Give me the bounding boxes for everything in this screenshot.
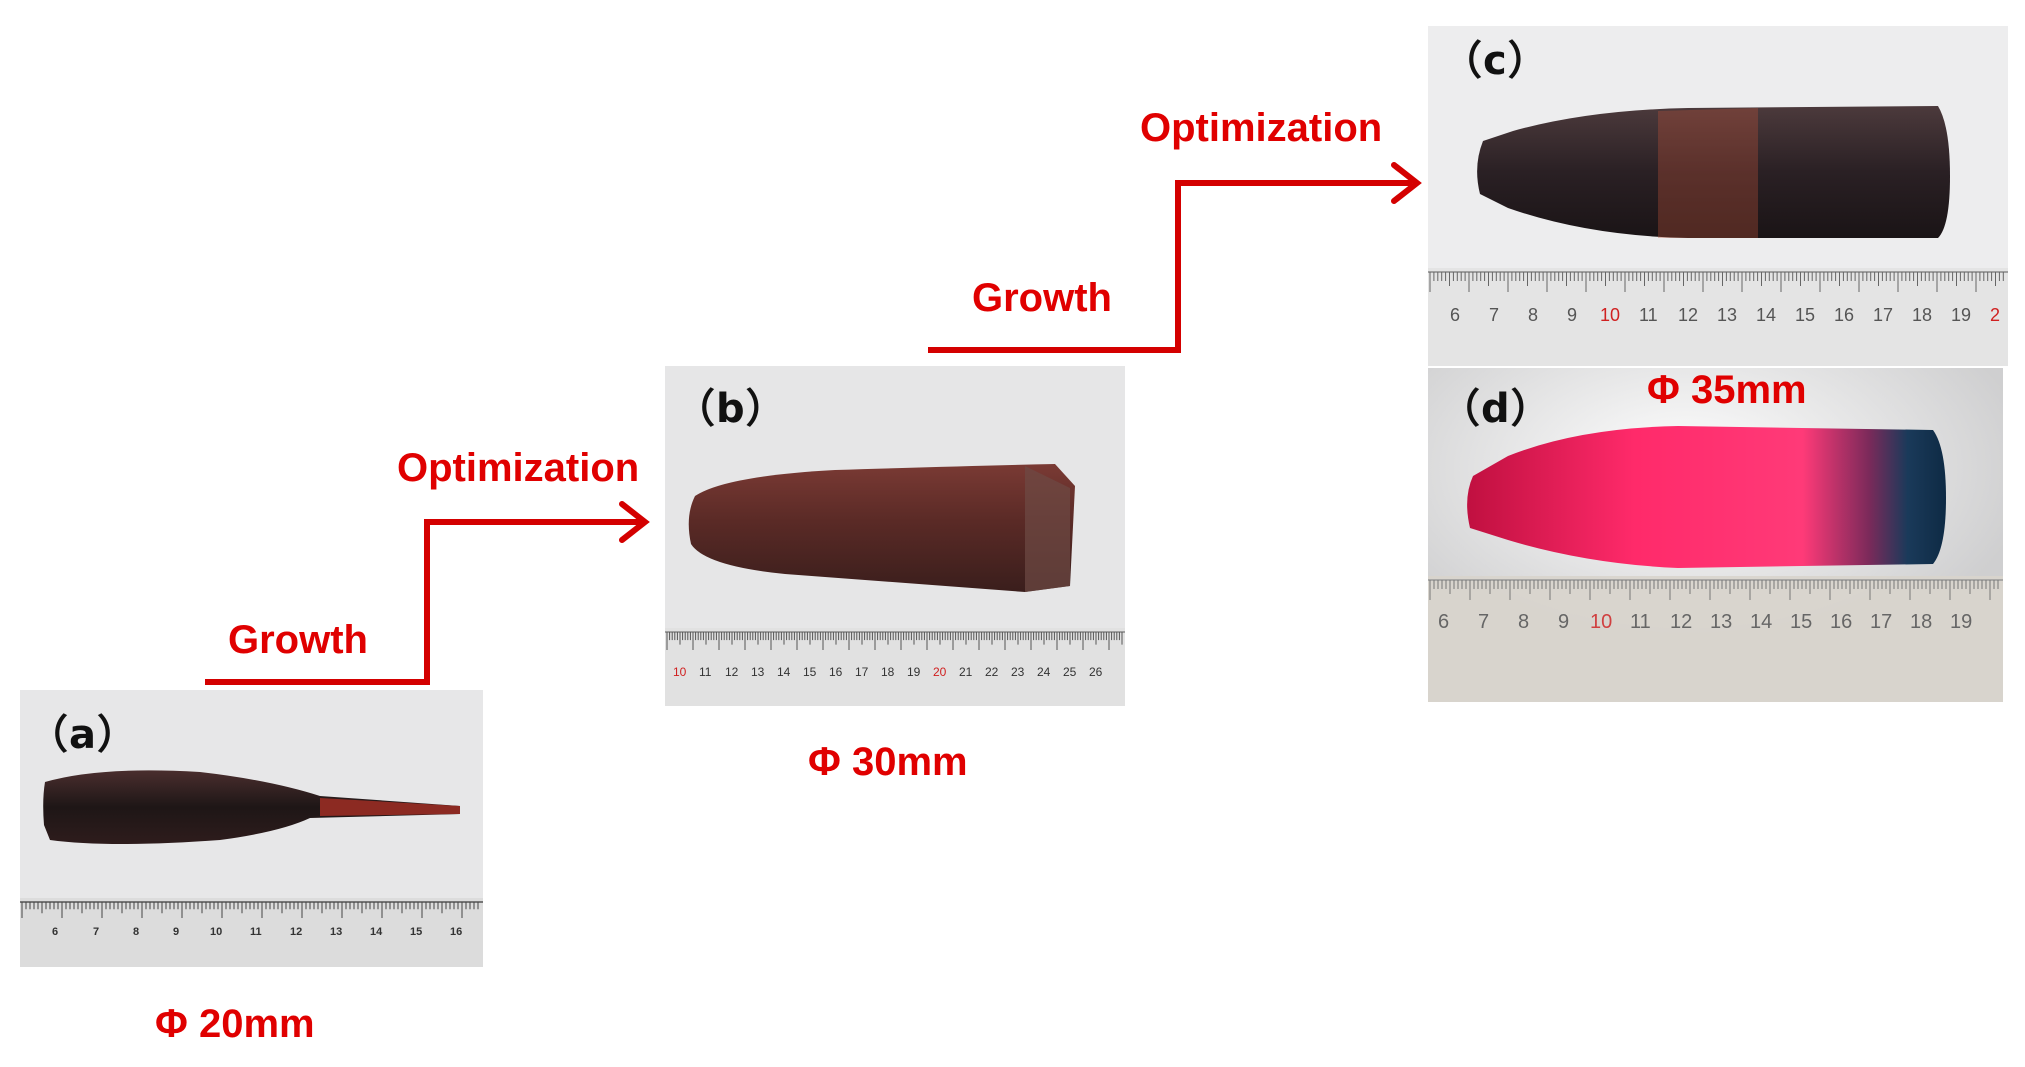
arrowhead-2 bbox=[1391, 162, 1422, 204]
panel-label-b: （b） bbox=[675, 386, 787, 432]
ruler-b-11: 11 bbox=[699, 665, 712, 679]
ruler-d-12: 12 bbox=[1670, 611, 1692, 633]
crystal-a-drawing: 6 7 8 9 10 11 12 13 14 15 16 bbox=[20, 690, 483, 967]
ruler-c-12: 12 bbox=[1678, 305, 1698, 325]
photo-panel-b: 10 11 12 13 14 15 16 17 18 19 20 21 22 2… bbox=[665, 366, 1125, 706]
step-arrow-1 bbox=[205, 519, 640, 685]
ruler-d-7: 7 bbox=[1478, 611, 1489, 633]
ruler-a-6: 6 bbox=[52, 926, 58, 938]
ruler-c-20: 2 bbox=[1990, 305, 2000, 325]
ruler-c-10: 10 bbox=[1600, 305, 1620, 325]
ruler-d-16: 16 bbox=[1830, 611, 1852, 633]
ruler-b-16: 16 bbox=[829, 665, 843, 679]
ruler-d-9: 9 bbox=[1558, 611, 1569, 633]
ruler-b-22: 22 bbox=[985, 665, 999, 679]
crystal-d-drawing: 6 7 8 9 10 11 12 13 14 15 16 17 18 19 bbox=[1428, 368, 2003, 702]
ruler-a-13: 13 bbox=[330, 926, 342, 938]
ruler-b-19: 19 bbox=[907, 665, 921, 679]
ruler-b-17: 17 bbox=[855, 665, 869, 679]
ruler-d-17: 17 bbox=[1870, 611, 1892, 633]
ruler-b-14: 14 bbox=[777, 665, 791, 679]
growth-label-2: Growth bbox=[972, 276, 1112, 320]
ruler-d-14: 14 bbox=[1750, 611, 1772, 633]
ruler-a-11: 11 bbox=[250, 926, 262, 938]
diameter-label-cd: Φ 35mm bbox=[1647, 368, 1807, 412]
ruler-c-15: 15 bbox=[1795, 305, 1815, 325]
ruler-b-26: 26 bbox=[1089, 665, 1103, 679]
optimization-label-1: Optimization bbox=[397, 446, 640, 490]
ruler-a-7: 7 bbox=[93, 926, 99, 938]
ruler-c-16: 16 bbox=[1834, 305, 1854, 325]
ruler-a-16: 16 bbox=[450, 926, 462, 938]
ruler-d-6: 6 bbox=[1438, 611, 1449, 633]
ruler-d-8: 8 bbox=[1518, 611, 1529, 633]
ruler-b-24: 24 bbox=[1037, 665, 1051, 679]
optimization-label-2: Optimization bbox=[1140, 106, 1383, 150]
ruler-c-7: 7 bbox=[1489, 305, 1499, 325]
ruler-d-11: 11 bbox=[1630, 611, 1651, 633]
photo-panel-a: 6 7 8 9 10 11 12 13 14 15 16 （a） bbox=[20, 690, 483, 967]
panel-label-d: （d） bbox=[1440, 386, 1552, 432]
diameter-label-a: Φ 20mm bbox=[155, 1002, 315, 1046]
photo-panel-c: 6 7 8 9 10 11 12 13 14 15 16 17 18 19 2 … bbox=[1428, 26, 2008, 366]
ruler-d-19: 19 bbox=[1950, 611, 1972, 633]
ruler-b-13: 13 bbox=[751, 665, 765, 679]
ruler-b-15: 15 bbox=[803, 665, 817, 679]
ruler-d-18: 18 bbox=[1910, 611, 1932, 633]
ruler-b-21: 21 bbox=[959, 665, 973, 679]
ruler-a-10: 10 bbox=[210, 926, 222, 938]
crystal-c-drawing: 6 7 8 9 10 11 12 13 14 15 16 17 18 19 2 bbox=[1428, 26, 2008, 366]
photo-panel-d: 6 7 8 9 10 11 12 13 14 15 16 17 18 19 （d… bbox=[1428, 368, 2003, 702]
ruler-c-11: 11 bbox=[1639, 305, 1658, 325]
ruler-d-15: 15 bbox=[1790, 611, 1812, 633]
ruler-b-23: 23 bbox=[1011, 665, 1025, 679]
ruler-a-8: 8 bbox=[133, 926, 139, 938]
step-arrow-2 bbox=[928, 180, 1412, 353]
ruler-c-18: 18 bbox=[1912, 305, 1932, 325]
ruler-b-25: 25 bbox=[1063, 665, 1077, 679]
ruler-b-20: 20 bbox=[933, 665, 947, 679]
ruler-c-6: 6 bbox=[1450, 305, 1460, 325]
ruler-c-17: 17 bbox=[1873, 305, 1893, 325]
ruler-c-14: 14 bbox=[1756, 305, 1776, 325]
ruler-d-13: 13 bbox=[1710, 611, 1732, 633]
ruler-d-10: 10 bbox=[1590, 611, 1612, 633]
ruler-a-9: 9 bbox=[173, 926, 179, 938]
growth-label-1: Growth bbox=[228, 618, 368, 662]
crystal-b-drawing: 10 11 12 13 14 15 16 17 18 19 20 21 22 2… bbox=[665, 366, 1125, 706]
panel-label-a: （a） bbox=[28, 712, 138, 758]
ruler-c-8: 8 bbox=[1528, 305, 1538, 325]
ruler-a-12: 12 bbox=[290, 926, 302, 938]
ruler-c-13: 13 bbox=[1717, 305, 1737, 325]
ruler-b-12: 12 bbox=[725, 665, 739, 679]
arrowhead-1 bbox=[619, 501, 650, 543]
panel-label-c: （c） bbox=[1442, 38, 1549, 84]
ruler-c-9: 9 bbox=[1567, 305, 1577, 325]
ruler-b-18: 18 bbox=[881, 665, 895, 679]
ruler-b-10: 10 bbox=[673, 665, 687, 679]
ruler-a-14: 14 bbox=[370, 926, 383, 938]
diameter-label-b: Φ 30mm bbox=[808, 740, 968, 784]
ruler-a-15: 15 bbox=[410, 926, 422, 938]
ruler-c-19: 19 bbox=[1951, 305, 1971, 325]
